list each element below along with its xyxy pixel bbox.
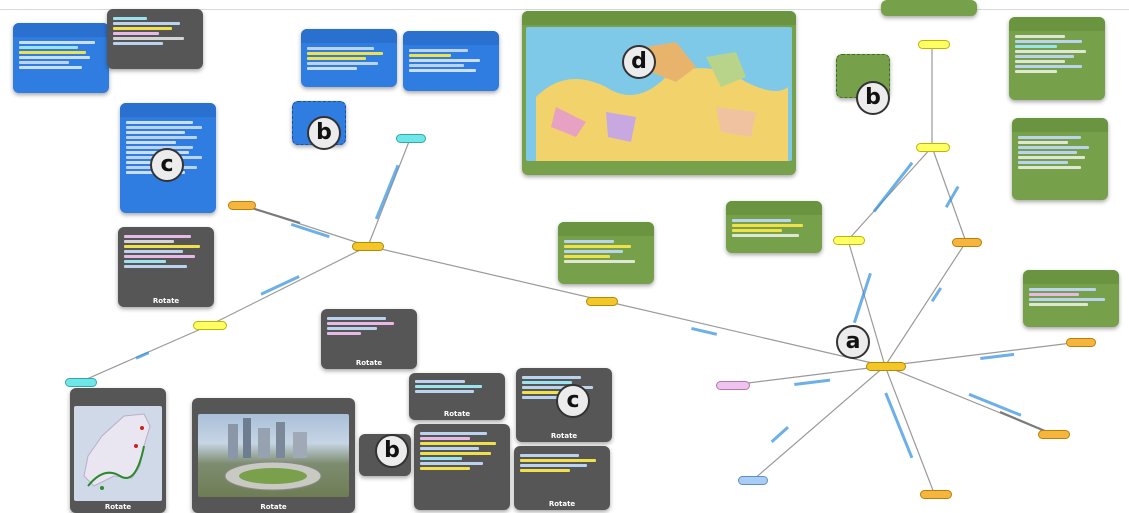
graph-node-yellow[interactable] <box>833 236 865 245</box>
rotate-button[interactable]: Rotate <box>152 297 180 305</box>
green-card[interactable] <box>1012 118 1108 200</box>
graph-node-yellow[interactable] <box>193 321 227 330</box>
edge-hub-left-to-hub-a <box>367 245 886 367</box>
world-map-drawing <box>536 42 788 161</box>
graph-node-pink[interactable] <box>716 381 750 390</box>
card-text <box>124 233 208 293</box>
edge-orange-to-yellow-top <box>931 146 967 243</box>
graph-node-cyan[interactable] <box>65 378 97 387</box>
card-text <box>564 238 648 270</box>
marker-c: c <box>150 148 184 182</box>
graph-node-yellow[interactable] <box>916 143 950 152</box>
graph-node-hub-left[interactable] <box>352 242 384 251</box>
edge-hub-a-to-orange-bottom <box>884 365 935 494</box>
card-text <box>327 315 411 355</box>
green-card[interactable] <box>558 222 654 284</box>
marker-b: b <box>856 81 890 115</box>
edge-hub-left-to-yellow-node <box>209 245 369 326</box>
card-text <box>307 45 391 73</box>
photo-card[interactable]: Rotate <box>192 398 355 513</box>
card-text <box>420 430 504 496</box>
stadium-drawing <box>224 418 322 491</box>
dark-card[interactable]: Rotate <box>321 309 417 369</box>
rotate-button[interactable]: Rotate <box>355 359 383 367</box>
edge-hub-a-to-pink <box>731 365 886 386</box>
green-card[interactable] <box>726 201 822 253</box>
green-card[interactable] <box>881 0 977 16</box>
rotate-button[interactable]: Rotate <box>443 410 471 418</box>
edge-hub-a-to-orange-node <box>884 241 967 367</box>
marker-b: b <box>307 116 341 150</box>
card-text <box>113 15 197 55</box>
graph-node-yellow[interactable] <box>918 40 950 49</box>
dark-card[interactable] <box>414 424 510 510</box>
dark-card[interactable]: Rotate <box>514 446 610 510</box>
world-map-image <box>526 27 792 161</box>
edge-hub-a-to-lightblue <box>752 365 886 481</box>
marker-c: c <box>556 384 590 418</box>
graph-node-hub-a[interactable] <box>866 362 906 371</box>
edge-hub-left-to-cyan-node <box>367 138 411 247</box>
dark-card[interactable]: Rotate <box>409 373 505 420</box>
edge-yellow-to-yellow-top <box>847 146 933 241</box>
graph-node-orange[interactable] <box>920 490 952 499</box>
card-text <box>732 217 816 239</box>
graph-node[interactable] <box>228 201 256 210</box>
card-text <box>1015 33 1099 86</box>
card-text <box>415 378 499 406</box>
graph-node-lightblue[interactable] <box>738 476 768 485</box>
dark-card[interactable] <box>107 9 203 69</box>
card-text <box>522 374 606 428</box>
green-card[interactable] <box>1009 17 1105 100</box>
map-image-card[interactable]: Rotate <box>70 388 166 513</box>
card-text <box>1018 134 1102 186</box>
top-divider <box>0 9 1129 10</box>
marker-d: d <box>622 45 656 79</box>
blue-card[interactable] <box>301 29 397 87</box>
dark-card[interactable]: Rotate <box>118 227 214 307</box>
green-card[interactable] <box>1023 270 1119 327</box>
card-text <box>19 39 103 79</box>
rotate-button[interactable]: Rotate <box>550 432 578 440</box>
graph-node[interactable] <box>586 297 618 306</box>
rotate-button[interactable]: Rotate <box>548 500 576 508</box>
card-text <box>409 47 493 77</box>
edge-hub-a-to-yellow-node <box>847 239 886 367</box>
graph-node-orange[interactable] <box>952 238 982 247</box>
blue-card[interactable] <box>403 31 499 91</box>
card-text <box>1029 286 1113 313</box>
stadium-photo <box>198 414 349 497</box>
marker-a: a <box>836 325 870 359</box>
map-drawing <box>83 413 151 490</box>
rotate-button[interactable]: Rotate <box>104 503 132 511</box>
world-map-card[interactable] <box>522 11 796 175</box>
edge-hub-a-to-orange-right <box>884 341 1081 367</box>
us-map-image <box>74 406 162 501</box>
blue-card[interactable] <box>13 23 109 93</box>
marker-b: b <box>375 434 409 468</box>
graph-node-cyan[interactable] <box>396 134 426 143</box>
rotate-button[interactable]: Rotate <box>260 503 287 511</box>
graph-node-orange[interactable] <box>1038 430 1070 439</box>
card-text <box>520 452 604 496</box>
graph-node-orange[interactable] <box>1066 338 1096 347</box>
